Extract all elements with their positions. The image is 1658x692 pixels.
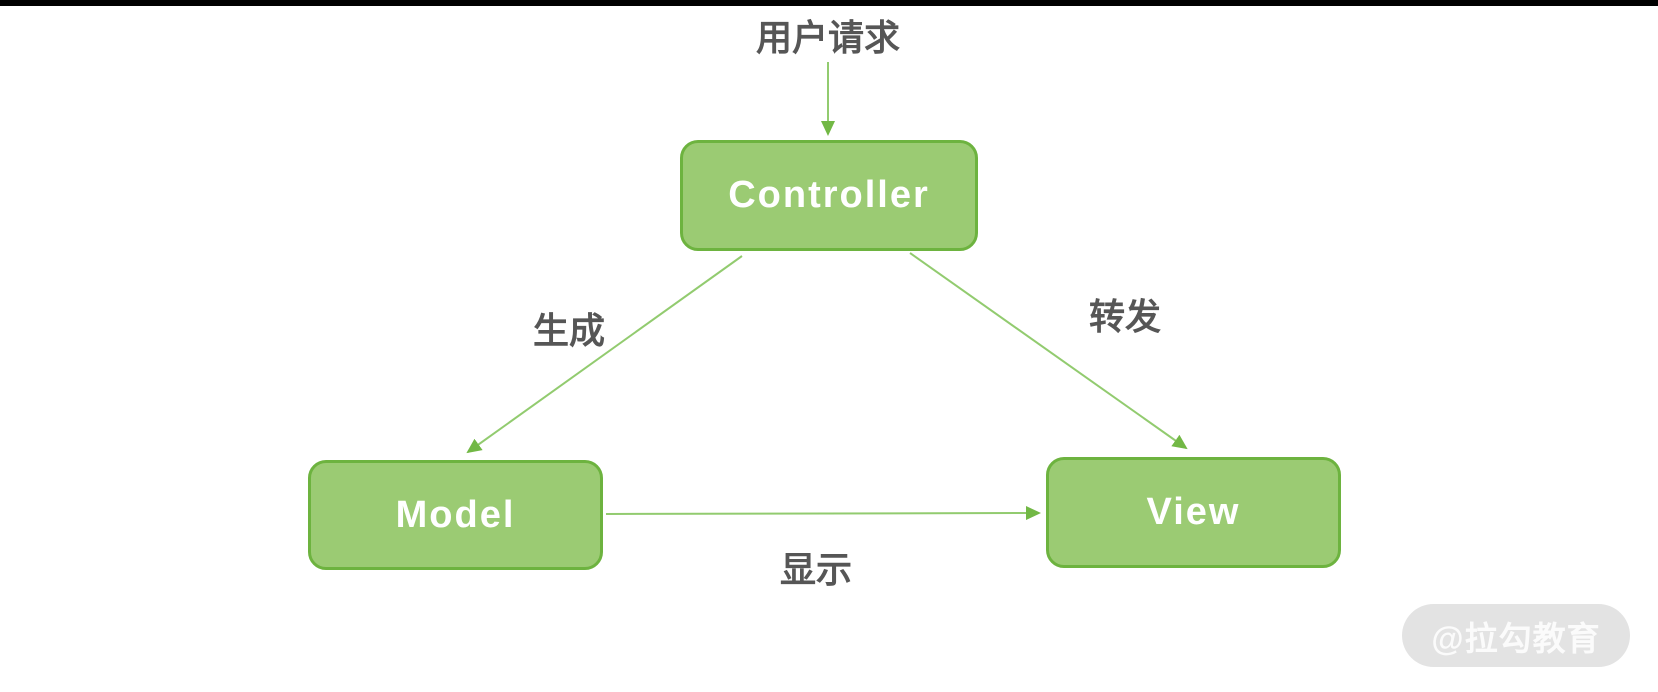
node-model-label: Model [395, 493, 516, 536]
node-model: Model [308, 460, 603, 570]
edge-model-to-view [605, 506, 1041, 521]
node-view-label: View [1146, 491, 1241, 533]
node-controller: Controller [680, 140, 978, 251]
edge-controller-to-view [909, 252, 1188, 450]
watermark-badge: @拉勾教育 [1402, 604, 1630, 667]
edge-label-forward: 转发 [1088, 296, 1161, 337]
edge-label-generate: 生成 [532, 310, 605, 351]
user-request-label: 用户请求 [755, 17, 900, 58]
edge-label-display: 显示 [779, 549, 852, 590]
watermark-text: @拉勾教育 [1431, 619, 1601, 657]
top-black-bar [0, 0, 1658, 6]
node-view: View [1046, 457, 1341, 568]
node-controller-label: Controller [728, 174, 930, 216]
edge-controller-to-model [466, 255, 743, 454]
